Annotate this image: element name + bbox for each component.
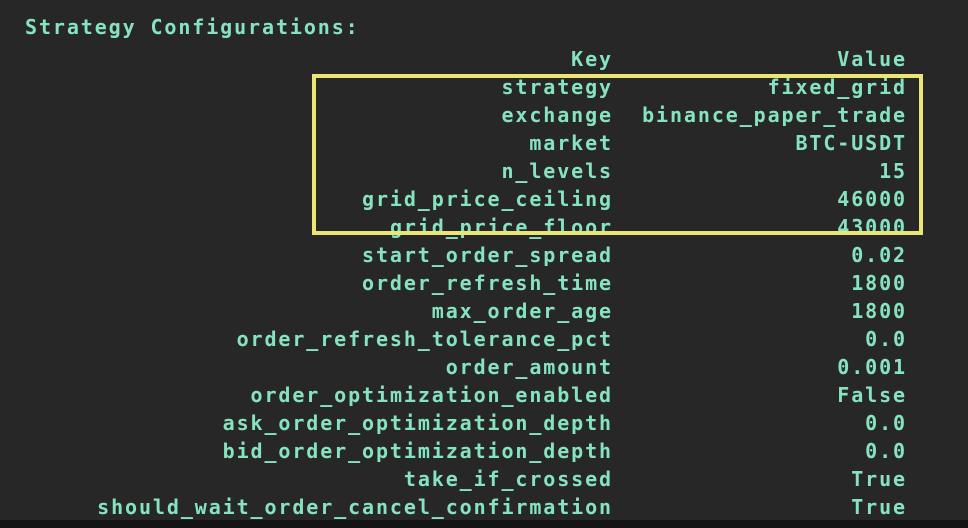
table-row: grid_price_floor 43000 xyxy=(25,213,907,241)
table-row: order_refresh_time 1800 xyxy=(25,269,907,297)
config-value: 43000 xyxy=(837,215,907,239)
config-value: 1800 xyxy=(851,299,907,323)
config-key: take_if_crossed xyxy=(403,467,613,491)
table-row: order_amount 0.001 xyxy=(25,353,907,381)
table-row: ask_order_optimization_depth 0.0 xyxy=(25,409,907,437)
window-edge xyxy=(0,520,968,528)
table-row: max_order_age 1800 xyxy=(25,297,907,325)
table-row: start_order_spread 0.02 xyxy=(25,241,907,269)
config-value: fixed_grid xyxy=(767,75,907,99)
config-key: market xyxy=(529,131,613,155)
config-value: 0.001 xyxy=(837,355,907,379)
config-value: 0.0 xyxy=(865,411,907,435)
config-key: grid_price_ceiling xyxy=(362,187,613,211)
config-value: True xyxy=(851,495,907,519)
config-key: ask_order_optimization_depth xyxy=(222,411,613,435)
table-row: order_refresh_tolerance_pct 0.0 xyxy=(25,325,907,353)
table-row: strategy fixed_grid xyxy=(25,73,907,101)
config-key: should_wait_order_cancel_confirmation xyxy=(97,495,613,519)
config-value: 0.0 xyxy=(865,439,907,463)
table-row: exchange binance_paper_trade xyxy=(25,101,907,129)
config-key: start_order_spread xyxy=(362,243,613,267)
config-key: order_refresh_tolerance_pct xyxy=(236,327,613,351)
config-key: order_optimization_enabled xyxy=(250,383,613,407)
table-row: bid_order_optimization_depth 0.0 xyxy=(25,437,907,465)
page-title: Strategy Configurations: xyxy=(25,15,360,39)
config-value: 1800 xyxy=(851,271,907,295)
config-value: False xyxy=(837,383,907,407)
config-value: True xyxy=(851,467,907,491)
table-header-key: Key xyxy=(571,47,613,71)
config-key: max_order_age xyxy=(431,299,613,323)
config-key: order_amount xyxy=(445,355,613,379)
config-key: strategy xyxy=(501,75,613,99)
config-value: BTC-USDT xyxy=(795,131,907,155)
table-row: take_if_crossed True xyxy=(25,465,907,493)
config-value: 15 xyxy=(879,159,907,183)
table-row: n_levels 15 xyxy=(25,157,907,185)
config-value: 46000 xyxy=(837,187,907,211)
config-key: order_refresh_time xyxy=(362,271,613,295)
table-row: should_wait_order_cancel_confirmation Tr… xyxy=(25,493,907,521)
table-row: market BTC-USDT xyxy=(25,129,907,157)
config-key: bid_order_optimization_depth xyxy=(222,439,613,463)
table-header-row: Key Value xyxy=(25,45,907,73)
config-key: n_levels xyxy=(501,159,613,183)
table-header-value: Value xyxy=(837,47,907,71)
table-row: order_optimization_enabled False xyxy=(25,381,907,409)
config-value: 0.0 xyxy=(865,327,907,351)
config-value: binance_paper_trade xyxy=(642,103,907,127)
table-row: grid_price_ceiling 46000 xyxy=(25,185,907,213)
config-key: exchange xyxy=(501,103,613,127)
config-key: grid_price_floor xyxy=(389,215,613,239)
config-value: 0.02 xyxy=(851,243,907,267)
config-table: Key Value strategy fixed_grid exchange b… xyxy=(25,45,907,521)
